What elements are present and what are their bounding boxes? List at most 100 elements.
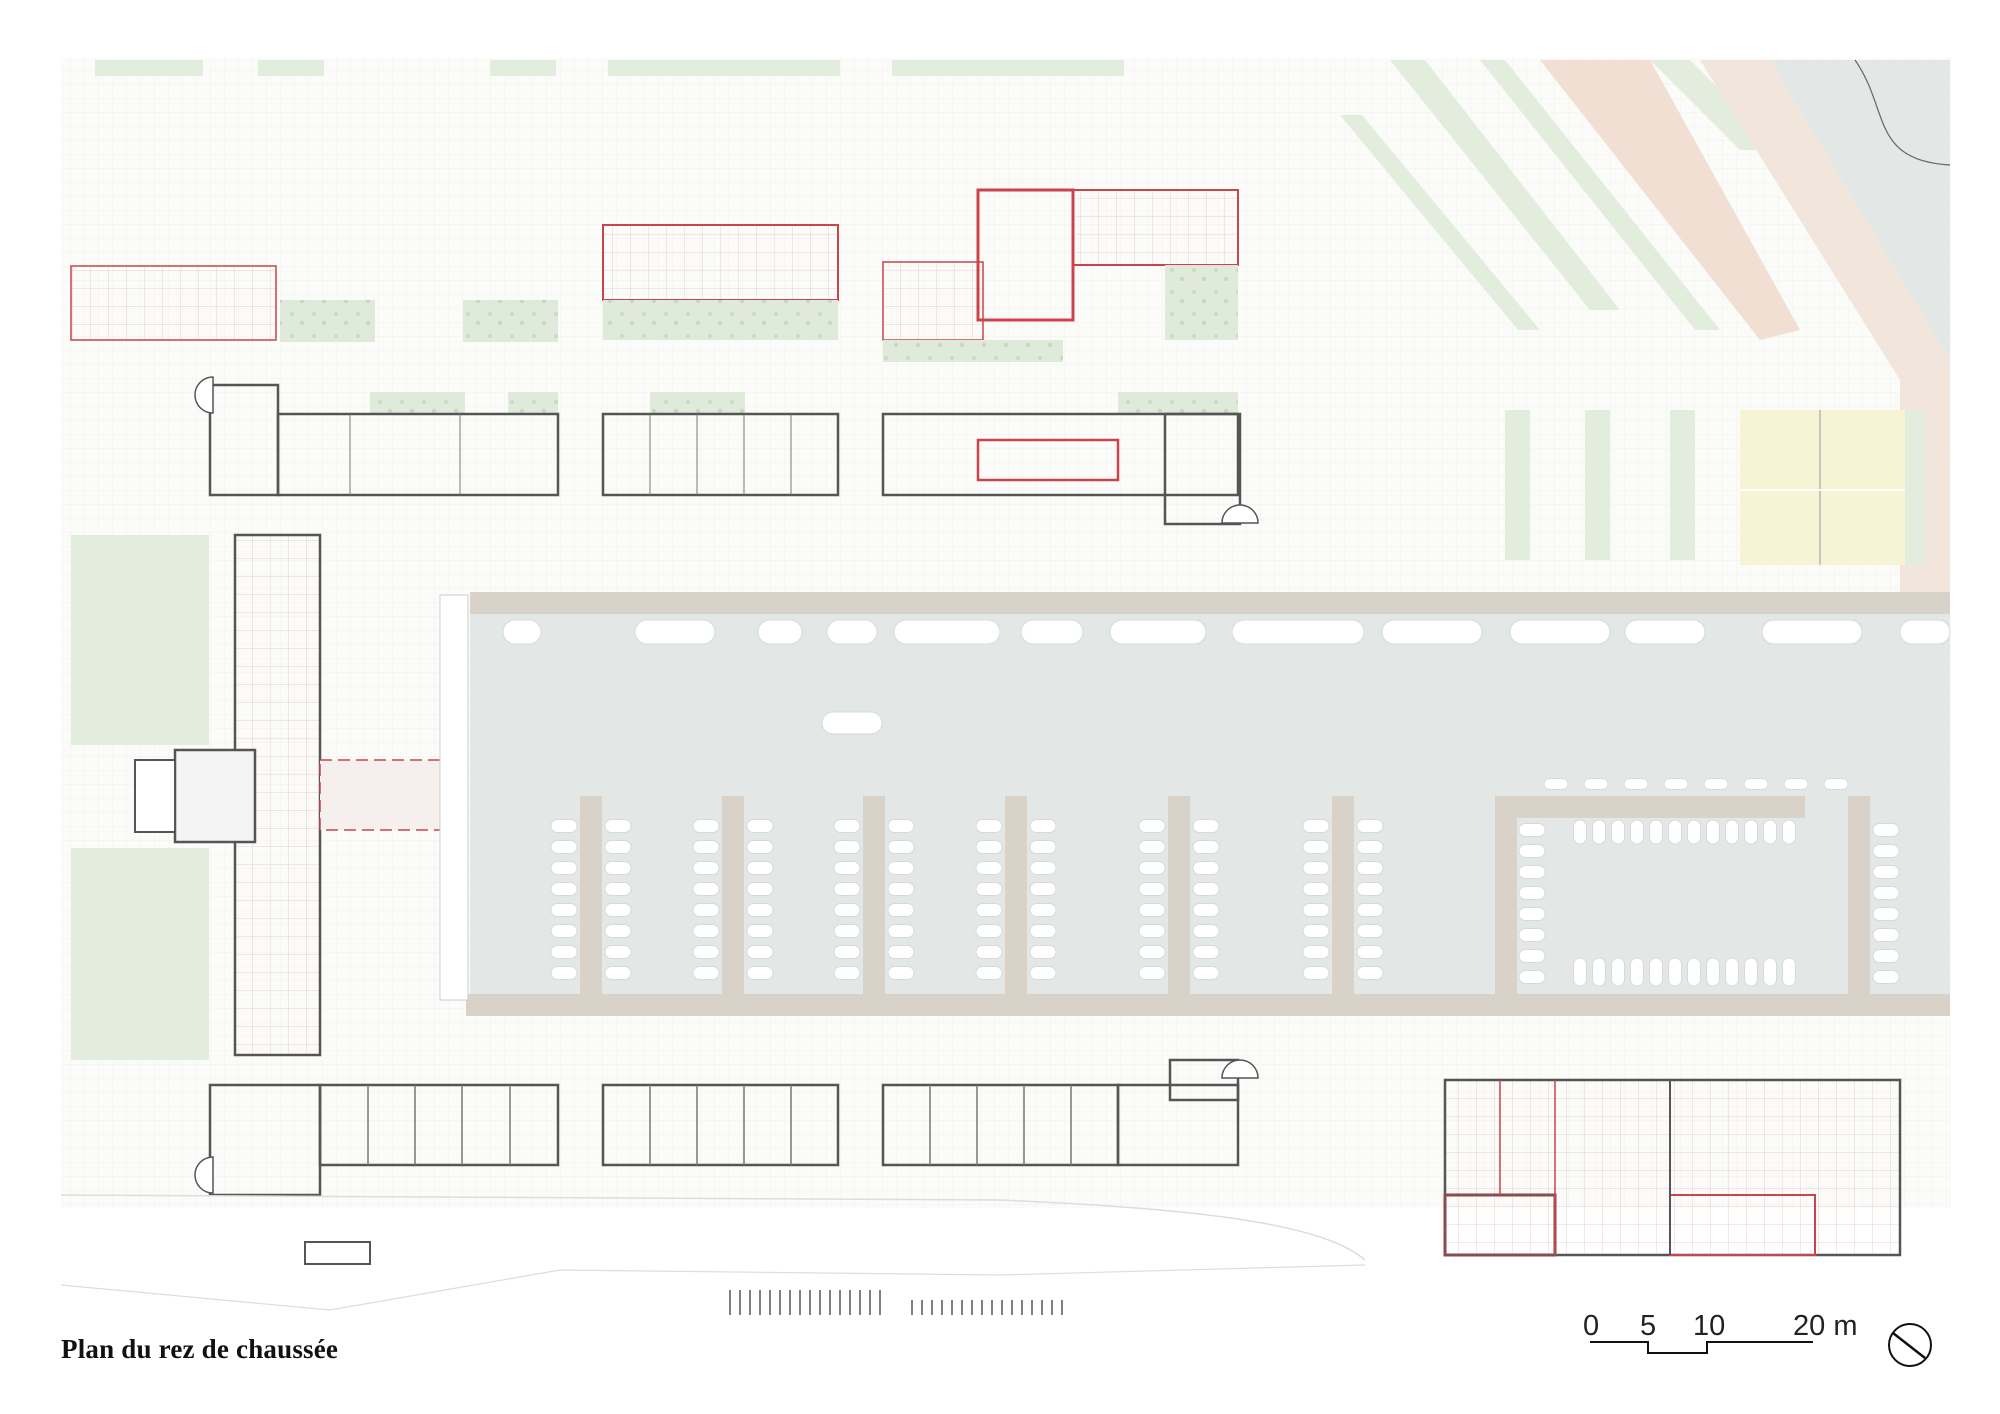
boat (1192, 861, 1220, 875)
boat (1623, 778, 1649, 790)
boat (692, 924, 720, 938)
boat (1706, 819, 1720, 845)
boat (1592, 957, 1606, 987)
boat (1302, 840, 1330, 854)
boat (1356, 840, 1384, 854)
boat (1725, 957, 1739, 987)
boat (550, 861, 578, 875)
boat (1518, 970, 1546, 984)
boat (975, 882, 1003, 896)
boat (1872, 886, 1900, 900)
boat (757, 619, 803, 645)
boat (975, 945, 1003, 959)
boat (1029, 861, 1057, 875)
boat (746, 966, 774, 980)
boat (1029, 819, 1057, 833)
boat (1356, 924, 1384, 938)
boat (746, 903, 774, 917)
boat (1302, 861, 1330, 875)
boat (833, 819, 861, 833)
boat (1138, 945, 1166, 959)
boat (1231, 619, 1365, 645)
boat (833, 840, 861, 854)
west-lawn-north (71, 535, 209, 745)
south-stair-tower-west (194, 1156, 214, 1194)
boat (1872, 928, 1900, 942)
boat (1630, 819, 1644, 845)
boat (746, 819, 774, 833)
boat (833, 924, 861, 938)
boat (1138, 903, 1166, 917)
pontoon (863, 796, 885, 994)
boat (1138, 819, 1166, 833)
boat (1872, 907, 1900, 921)
boat (1029, 945, 1057, 959)
pontoon (580, 796, 602, 994)
boat (1381, 619, 1483, 645)
boat (550, 819, 578, 833)
boat (1138, 840, 1166, 854)
boat (1783, 778, 1809, 790)
boat (550, 840, 578, 854)
boat (1624, 619, 1706, 645)
promenade (1540, 60, 1800, 340)
boat (1518, 886, 1546, 900)
boat (887, 945, 915, 959)
boat (887, 924, 915, 938)
boat (1029, 924, 1057, 938)
boat (1823, 778, 1849, 790)
boat (692, 966, 720, 980)
boat (1138, 861, 1166, 875)
boat (1518, 949, 1546, 963)
boat (1302, 819, 1330, 833)
boat (1663, 778, 1689, 790)
pontoon (1332, 796, 1354, 994)
south-kiosk (304, 1241, 371, 1265)
boat (1782, 957, 1796, 987)
boat (550, 945, 578, 959)
south-building-partitions (367, 1085, 1072, 1165)
boat (692, 945, 720, 959)
plan-title: Plan du rez de chaussée (61, 1334, 339, 1364)
boat (1302, 903, 1330, 917)
boat (1611, 819, 1625, 845)
boat (604, 924, 632, 938)
boat (1744, 957, 1758, 987)
boat (887, 882, 915, 896)
boat (550, 882, 578, 896)
boat (1668, 957, 1682, 987)
boat (1509, 619, 1611, 645)
boat (1192, 840, 1220, 854)
boat (1611, 957, 1625, 987)
boat (833, 861, 861, 875)
boat (746, 945, 774, 959)
boat (1029, 903, 1057, 917)
south-stair-tower-east (1221, 1059, 1259, 1079)
boat (1518, 823, 1546, 837)
boat (1872, 844, 1900, 858)
boat (1899, 619, 1951, 645)
riverbank (1854, 59, 1951, 166)
boat (833, 903, 861, 917)
building-southeast (1443, 1078, 1902, 1257)
boat (1687, 957, 1701, 987)
boat (1518, 844, 1546, 858)
boat (975, 966, 1003, 980)
boat (746, 882, 774, 896)
boat (1668, 819, 1682, 845)
boat (1302, 882, 1330, 896)
boat (887, 819, 915, 833)
pontoon (1848, 796, 1870, 994)
scale-label-0: 0 (1583, 1310, 1600, 1342)
boat (746, 861, 774, 875)
boat (833, 945, 861, 959)
south-road-edge (60, 1194, 1366, 1261)
boat (1192, 945, 1220, 959)
boat (1743, 778, 1769, 790)
boat (1192, 903, 1220, 917)
diagonal-lawn-strips (1340, 60, 1780, 330)
boat (550, 924, 578, 938)
boat (1725, 819, 1739, 845)
boat (1020, 619, 1084, 645)
